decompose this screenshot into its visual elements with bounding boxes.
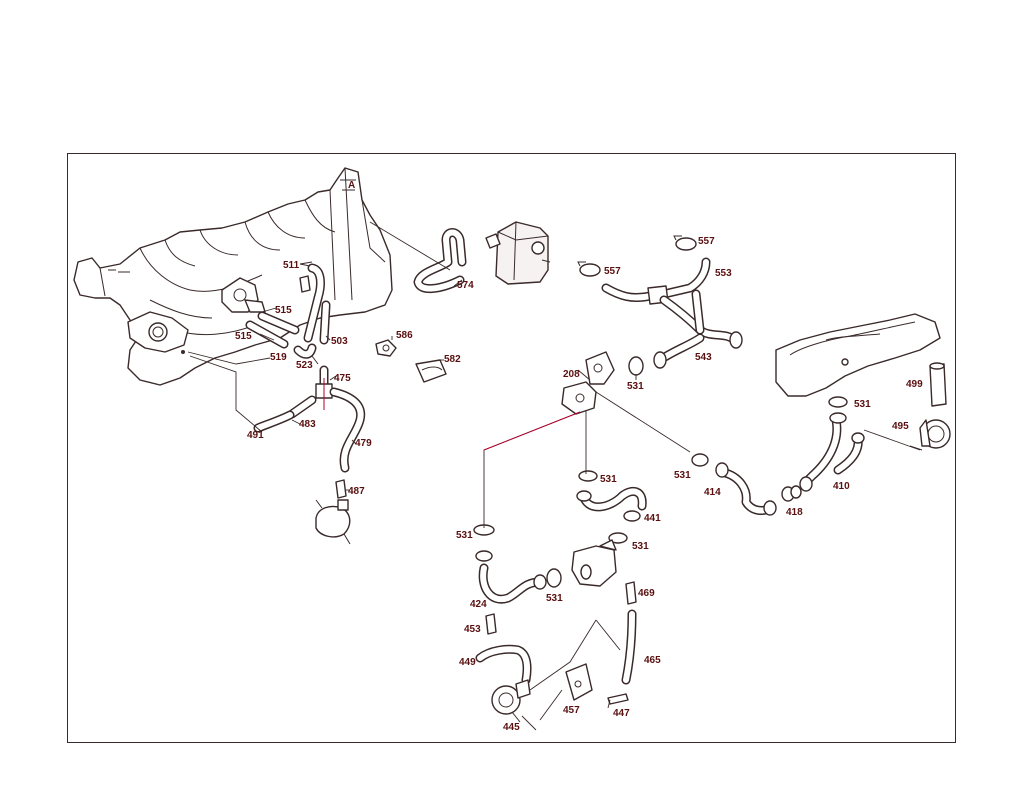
hose-574 (413, 228, 467, 293)
clamp-582 (415, 359, 447, 383)
callout-499: 499 (906, 379, 923, 390)
pipe-410 (799, 412, 865, 492)
callout-labels: 511 515 515 503 523 519 475 491 483 479 … (235, 236, 923, 733)
hose-499 (929, 362, 947, 407)
clamp-531-right (828, 396, 848, 408)
callout-495: 495 (892, 421, 909, 432)
callout-531-g: 531 (546, 593, 563, 604)
callout-475: 475 (334, 373, 351, 384)
callout-531-c: 531 (674, 470, 691, 481)
vacuum-line-group (253, 365, 366, 545)
callout-523: 523 (296, 360, 313, 371)
hose-511-515-503 (245, 263, 331, 359)
callout-414: 414 (704, 487, 721, 498)
switch-unit (485, 221, 551, 285)
callout-453: 453 (464, 624, 481, 635)
callout-557-b: 557 (698, 236, 715, 247)
callout-424: 424 (470, 599, 487, 610)
callout-543: 543 (695, 352, 712, 363)
callout-511: 511 (283, 260, 300, 271)
hose-449 (475, 644, 532, 685)
clamp-531-441 (578, 470, 628, 544)
callout-582: 582 (444, 354, 461, 365)
valve-445 (491, 679, 531, 723)
callout-553: 553 (715, 268, 732, 279)
callout-503: 503 (331, 336, 348, 347)
callout-557-a: 557 (604, 266, 621, 277)
hose-414 (715, 462, 777, 516)
callout-531-f: 531 (632, 541, 649, 552)
callout-449: 449 (459, 657, 476, 668)
distributor-208 (561, 351, 615, 415)
callout-441: 441 (644, 513, 661, 524)
svg-text:A: A (348, 180, 355, 191)
callout-208: 208 (563, 369, 580, 380)
callout-469: 469 (638, 588, 655, 599)
callout-418: 418 (786, 507, 803, 518)
callout-491: 491 (247, 430, 264, 441)
intake-manifold: A (73, 167, 393, 386)
callout-447: 447 (613, 708, 630, 719)
callout-574: 574 (457, 280, 474, 291)
callout-483: 483 (299, 419, 316, 430)
fitting-center (571, 539, 617, 587)
callout-457: 457 (563, 705, 580, 716)
clamp-531-414 (691, 453, 709, 467)
connector-418 (781, 485, 802, 502)
clamp-557-a (577, 261, 601, 277)
bracket-586 (375, 339, 397, 357)
callout-487: 487 (348, 486, 365, 497)
callout-515-a: 515 (275, 305, 292, 316)
callout-531-a: 531 (627, 381, 644, 392)
diagram-frame (67, 153, 956, 743)
callout-479: 479 (355, 438, 372, 449)
clamp-557-b (673, 235, 697, 251)
valve-cover (775, 313, 941, 397)
callout-445: 445 (503, 722, 520, 733)
bracket-457 (565, 663, 593, 701)
hose-553-543 (601, 257, 743, 369)
pump-495 (909, 419, 951, 451)
leader-lines (187, 221, 921, 731)
callout-465: 465 (644, 655, 661, 666)
hose-465 (621, 609, 637, 685)
hose-424 (475, 550, 547, 604)
callout-531-d: 531 (600, 474, 617, 485)
callout-531-b: 531 (854, 399, 871, 410)
fitting-453 (485, 613, 497, 635)
clamp-531-top (628, 356, 644, 376)
hose-441 (576, 486, 647, 522)
bolt-447 (607, 693, 629, 705)
fitting-469 (625, 581, 637, 605)
callout-515-b: 515 (235, 331, 252, 342)
callout-586: 586 (396, 330, 413, 341)
callout-531-e: 531 (456, 530, 473, 541)
callout-519: 519 (270, 352, 287, 363)
callout-410: 410 (833, 481, 850, 492)
